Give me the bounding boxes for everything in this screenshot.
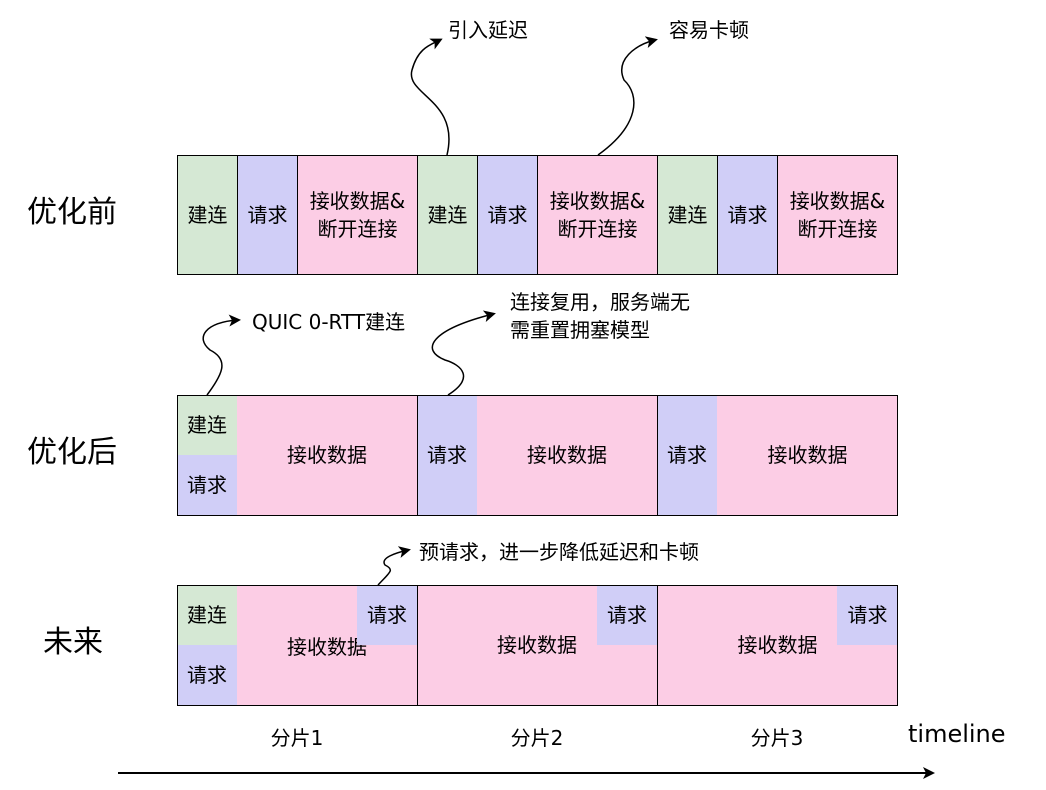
request-block: 请求 (657, 395, 717, 515)
annotation-quic: QUIC 0-RTT建连 (252, 310, 406, 334)
segment-label-1: 分片1 (270, 726, 324, 750)
annotation-arrow (377, 546, 411, 586)
annotation-arrow (202, 314, 241, 396)
prerequest-block: 请求 (597, 585, 657, 645)
prerequest-block: 请求 (837, 585, 898, 645)
receive-close-block: 接收数据& 断开连接 (777, 155, 898, 275)
annotation-stutter: 容易卡顿 (669, 18, 749, 42)
receive-block: 接收数据 (477, 395, 657, 515)
annotation-arrow (431, 310, 496, 396)
segment-label-3: 分片3 (750, 726, 804, 750)
connect-block: 建连 (177, 395, 237, 455)
receive-label: 接收数据 (287, 635, 367, 659)
segment-label-2: 分片2 (510, 726, 564, 750)
row-label-future: 未来 (43, 625, 103, 660)
request-block: 请求 (177, 455, 237, 515)
row-label-before: 优化前 (27, 195, 117, 230)
request-block: 请求 (717, 155, 778, 275)
annotation-reuse: 连接复用，服务端无 需重置拥塞模型 (510, 290, 690, 342)
receive-close-block: 接收数据& 断开连接 (297, 155, 418, 275)
request-block: 请求 (237, 155, 298, 275)
prerequest-block: 请求 (357, 585, 417, 645)
connect-block: 建连 (177, 585, 237, 645)
connect-block: 建连 (657, 155, 718, 275)
receive-close-block: 接收数据& 断开连接 (537, 155, 658, 275)
annotation-prefetch: 预请求，进一步降低延迟和卡顿 (419, 540, 699, 564)
connect-block: 建连 (417, 155, 478, 275)
row-label-after: 优化后 (27, 435, 117, 470)
annotation-arrow (410, 38, 450, 156)
request-block: 请求 (417, 395, 477, 515)
request-block: 请求 (177, 645, 237, 705)
timeline-label: timeline (908, 720, 1006, 748)
receive-block: 接收数据 (237, 395, 417, 515)
annotation-arrow (597, 36, 658, 156)
annotation-added-latency: 引入延迟 (448, 18, 528, 42)
receive-block: 接收数据 (717, 395, 898, 515)
